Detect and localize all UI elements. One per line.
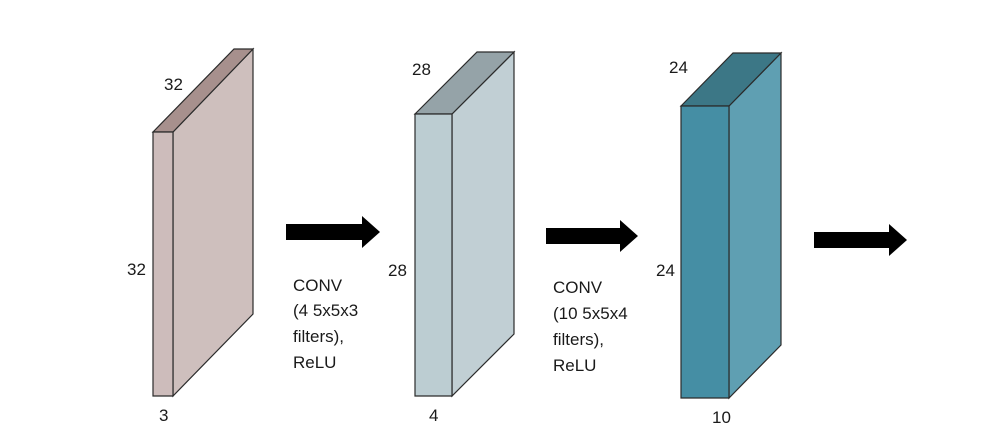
conv-op-1-label: CONV (4 5x5x3 filters), ReLU (293, 276, 363, 372)
arrow-2 (546, 220, 638, 252)
conv1-output-volume-front-face (414, 113, 453, 397)
arrow-1 (286, 216, 380, 248)
input-volume-depth-label: 3 (159, 406, 168, 425)
conv2-output-volume-width-label: 24 (669, 58, 688, 77)
conv1-output-volume: 28 28 4 (388, 50, 516, 425)
conv-op-2-label: CONV (10 5x5x4 filters), ReLU (553, 278, 632, 375)
input-volume-height-label: 32 (127, 260, 146, 279)
conv1-output-volume-depth-label: 4 (429, 406, 438, 425)
input-volume-front-face (152, 131, 174, 397)
conv-op-2-line-4: ReLU (553, 356, 596, 375)
conv2-output-volume-height-label: 24 (656, 261, 675, 280)
conv-op-1-line-3: filters), (293, 327, 344, 346)
conv2-output-volume-side-face (728, 51, 782, 400)
conv1-output-volume-width-label: 28 (412, 60, 431, 79)
conv-op-2-line-3: filters), (553, 330, 604, 349)
conv2-output-volume-front-face (680, 105, 730, 399)
conv-op-1-line-1: CONV (293, 276, 343, 295)
input-volume: 32 32 3 (127, 47, 255, 425)
conv2-output-volume-depth-label: 10 (712, 408, 731, 427)
arrow-3 (814, 224, 907, 256)
conv-op-2-line-1: CONV (553, 278, 603, 297)
conv1-output-volume-height-label: 28 (388, 261, 407, 280)
conv-op-1-line-2: (4 5x5x3 (293, 301, 358, 320)
conv-op-2-line-2: (10 5x5x4 (553, 304, 628, 323)
conv2-output-volume: 24 24 10 (656, 51, 783, 427)
conv-op-1-line-4: ReLU (293, 353, 336, 372)
input-volume-width-label: 32 (164, 75, 183, 94)
